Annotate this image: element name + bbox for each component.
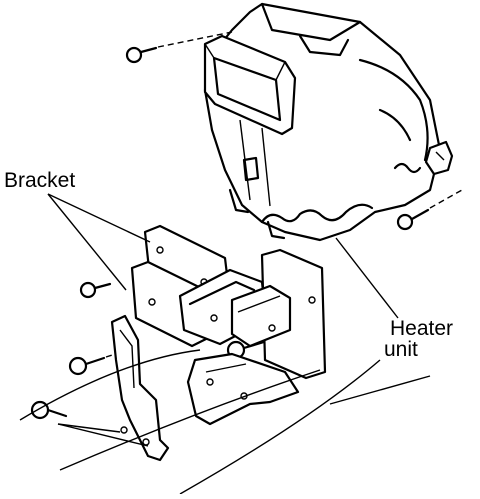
bracket-label: Bracket: [4, 169, 76, 192]
mounting-arc-right: [329, 375, 431, 405]
bracket-leader-lines: [47, 193, 151, 447]
screw-left-lower: [68, 349, 129, 376]
screw-left-middle: [79, 281, 112, 299]
screw-right: [396, 189, 463, 231]
lower-left-bracket: [110, 314, 170, 462]
heater-unit-housing: [203, 2, 454, 242]
mounting-arc-lower: [179, 359, 381, 495]
center-bracket-assembly: [130, 224, 327, 380]
heater-unit-label-line2: unit: [384, 338, 418, 361]
mounting-arc-middle: [59, 369, 321, 471]
mounting-arc-upper: [19, 349, 201, 421]
heater-duct-opening: [203, 34, 297, 136]
heater-unit-leader-line: [335, 237, 399, 319]
heater-unit-label-line1: Heater: [390, 317, 454, 340]
screw-top-left: [125, 31, 233, 64]
